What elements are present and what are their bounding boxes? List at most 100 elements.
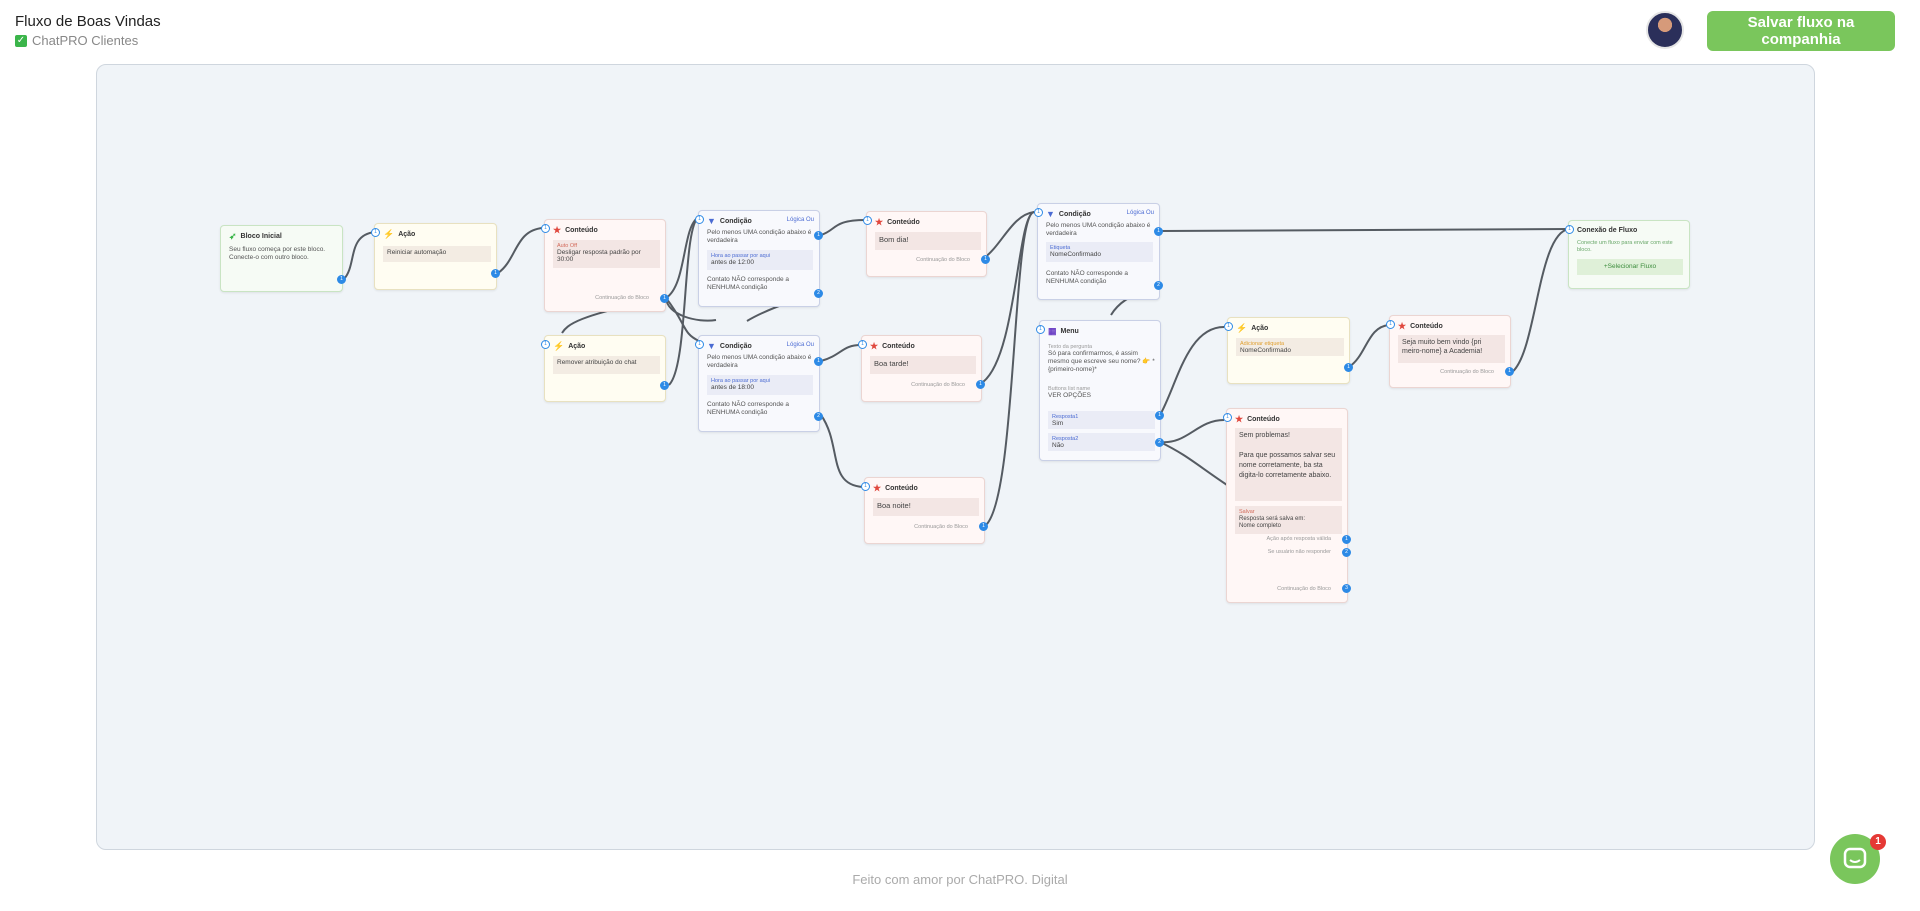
node-conteudo-bomdia[interactable]: 1 ★Conteúdo Bom dia! Continuação do Bloc… — [863, 211, 990, 277]
output-port[interactable]: 1 — [981, 255, 990, 264]
flow-canvas[interactable]: ➶Bloco Inicial Seu fluxo começa por este… — [96, 64, 1815, 850]
node-text: Seu fluxo começa por este bloco. Conecte… — [229, 246, 326, 261]
edge — [1159, 326, 1225, 416]
chat-button[interactable] — [1830, 834, 1880, 884]
content-box: Auto Off Desligar resposta padrão por 30… — [553, 240, 660, 268]
select-flow-button[interactable]: +Selecionar Fluxo — [1577, 259, 1683, 275]
node-conteudo-semproblemas[interactable]: 1 ★Conteúdo Sem problemas! Para que poss… — [1223, 408, 1351, 603]
node-conteudo-bemvindo[interactable]: 1 ★Conteúdo Seja muito bem vindo {pri me… — [1386, 315, 1514, 388]
content-box: Bom dia! — [875, 232, 981, 250]
input-port[interactable]: 1 — [541, 224, 550, 233]
edge — [982, 211, 1035, 383]
node-condicao-2[interactable]: 1 ▼Condição Lógica Ou Pelo menos UMA con… — [695, 335, 823, 432]
edge — [1159, 441, 1228, 486]
response-1: Resposta1 Sim — [1048, 411, 1155, 429]
output-port[interactable]: 2 — [814, 289, 823, 298]
node-condicao-1[interactable]: 1 ▼Condição Lógica Ou Pelo menos UMA con… — [695, 210, 823, 307]
else-text: Contato NÃO corresponde a NENHUMA condiç… — [707, 276, 790, 291]
node-title: Ação — [568, 343, 586, 350]
output-port[interactable]: 1 — [979, 522, 988, 531]
node-acao-etiqueta[interactable]: 1 ⚡Ação Adicionar etiqueta NomeConfirmad… — [1224, 317, 1353, 384]
response-label: Resposta2 — [1052, 436, 1079, 442]
box-label: Hora ao passar por aqui — [711, 253, 771, 259]
user-avatar[interactable] — [1646, 11, 1684, 49]
output-port[interactable]: 1 — [814, 357, 823, 366]
node-acao-reiniciar[interactable]: 1 ⚡Ação Reiniciar automação 1 — [371, 223, 500, 290]
node-title: Condição — [1058, 211, 1091, 218]
node-title: Conteúdo — [1410, 323, 1443, 330]
output-port[interactable]: 1 — [1154, 227, 1163, 236]
content-box: Seja muito bem vindo {pri meiro-nome} a … — [1398, 335, 1505, 363]
input-port[interactable]: 1 — [541, 340, 550, 349]
input-port[interactable]: 1 — [1034, 208, 1043, 217]
output-port[interactable]: 1 — [1505, 367, 1514, 376]
output-port[interactable]: 2 — [1155, 438, 1164, 447]
output-port[interactable]: 1 — [337, 275, 346, 284]
output-port[interactable]: 1 — [1344, 363, 1353, 372]
input-port[interactable]: 1 — [1036, 325, 1045, 334]
edge — [1159, 419, 1225, 444]
box-text: antes de 12:00 — [711, 259, 755, 266]
node-title: Bloco Inicial — [240, 233, 282, 240]
continuation-label: Continuação do Bloco — [914, 524, 968, 530]
continuation-label: Continuação do Bloco — [916, 257, 970, 263]
node-title: Conteúdo — [565, 227, 598, 234]
output-port[interactable]: 1 — [660, 381, 669, 390]
node-header: Conexão de Fluxo — [1577, 227, 1637, 234]
input-port[interactable]: 1 — [863, 216, 872, 225]
node-title: Conexão de Fluxo — [1577, 227, 1638, 234]
else-text: Contato NÃO corresponde a NENHUMA condiç… — [707, 401, 790, 416]
output-port[interactable]: 1 — [1342, 535, 1351, 544]
node-title: Condição — [719, 343, 752, 350]
output-port[interactable]: 1 — [814, 231, 823, 240]
action-box: Adicionar etiqueta NomeConfirmado — [1236, 338, 1344, 356]
node-menu[interactable]: 1 ▦Menu Texto da pergunta Só para confir… — [1036, 320, 1164, 461]
no-reply-label: Se usuário não responder — [1267, 549, 1331, 555]
node-header: ▼Condição — [707, 217, 752, 226]
node-condicao-3[interactable]: 1 ▼Condição Lógica Ou Pelo menos UMA con… — [1034, 203, 1163, 300]
filter-icon: ▼ — [707, 341, 716, 351]
input-port[interactable]: 1 — [695, 215, 704, 224]
output-port[interactable]: 2 — [814, 412, 823, 421]
node-bloco-inicial[interactable]: ➶Bloco Inicial Seu fluxo começa por este… — [220, 225, 346, 292]
input-port[interactable]: 1 — [695, 340, 704, 349]
condition-text: Pelo menos UMA condição abaixo é verdade… — [1046, 222, 1151, 237]
node-conexao-fluxo[interactable]: 1 Conexão de Fluxo Conecte um fluxo para… — [1565, 220, 1690, 289]
output-port[interactable]: 1 — [660, 294, 669, 303]
output-port[interactable]: 1 — [976, 380, 985, 389]
input-port[interactable]: 1 — [1224, 322, 1233, 331]
node-header: ➶Bloco Inicial — [229, 232, 282, 241]
output-port[interactable]: 2 — [1154, 281, 1163, 290]
node-conteudo-autooff[interactable]: 1 ★Conteúdo Auto Off Desligar resposta p… — [541, 219, 669, 312]
node-conteudo-boatarde[interactable]: 1 ★Conteúdo Boa tarde! Continuação do Bl… — [858, 335, 985, 402]
node-header: ★Conteúdo — [870, 342, 915, 351]
box-label: Hora ao passar por aqui — [711, 378, 771, 384]
node-header: ★Conteúdo — [1398, 322, 1443, 331]
input-port[interactable]: 1 — [1386, 320, 1395, 329]
response-label: Resposta1 — [1052, 414, 1079, 420]
output-port[interactable]: 2 — [1342, 548, 1351, 557]
node-header: ★Conteúdo — [553, 226, 598, 235]
node-header: ⚡Ação — [1236, 324, 1268, 333]
output-port[interactable]: 3 — [1342, 584, 1351, 593]
node-title: Ação — [398, 231, 416, 238]
save-flow-button[interactable]: Salvar fluxo na companhia — [1707, 11, 1895, 51]
notification-badge: 1 — [1870, 834, 1886, 850]
page-title: Fluxo de Boas Vindas — [15, 13, 161, 30]
input-port[interactable]: 1 — [861, 482, 870, 491]
edge — [820, 414, 864, 488]
logic-label: Lógica Ou — [1126, 210, 1154, 216]
input-port[interactable]: 1 — [1565, 225, 1574, 234]
input-port[interactable]: 1 — [371, 228, 380, 237]
edge — [983, 211, 1035, 259]
input-port[interactable]: 1 — [1223, 413, 1232, 422]
node-acao-remover[interactable]: 1 ⚡Ação Remover atribuição do chat 1 — [541, 335, 669, 402]
node-conteudo-boanoite[interactable]: 1 ★Conteúdo Boa noite! Continuação do Bl… — [861, 477, 988, 544]
edge — [665, 297, 700, 342]
else-text: Contato NÃO corresponde a NENHUMA condiç… — [1046, 270, 1129, 285]
node-header: ★Conteúdo — [1235, 415, 1280, 424]
edge — [820, 344, 862, 362]
input-port[interactable]: 1 — [858, 340, 867, 349]
output-port[interactable]: 1 — [1155, 411, 1164, 420]
output-port[interactable]: 1 — [491, 269, 500, 278]
